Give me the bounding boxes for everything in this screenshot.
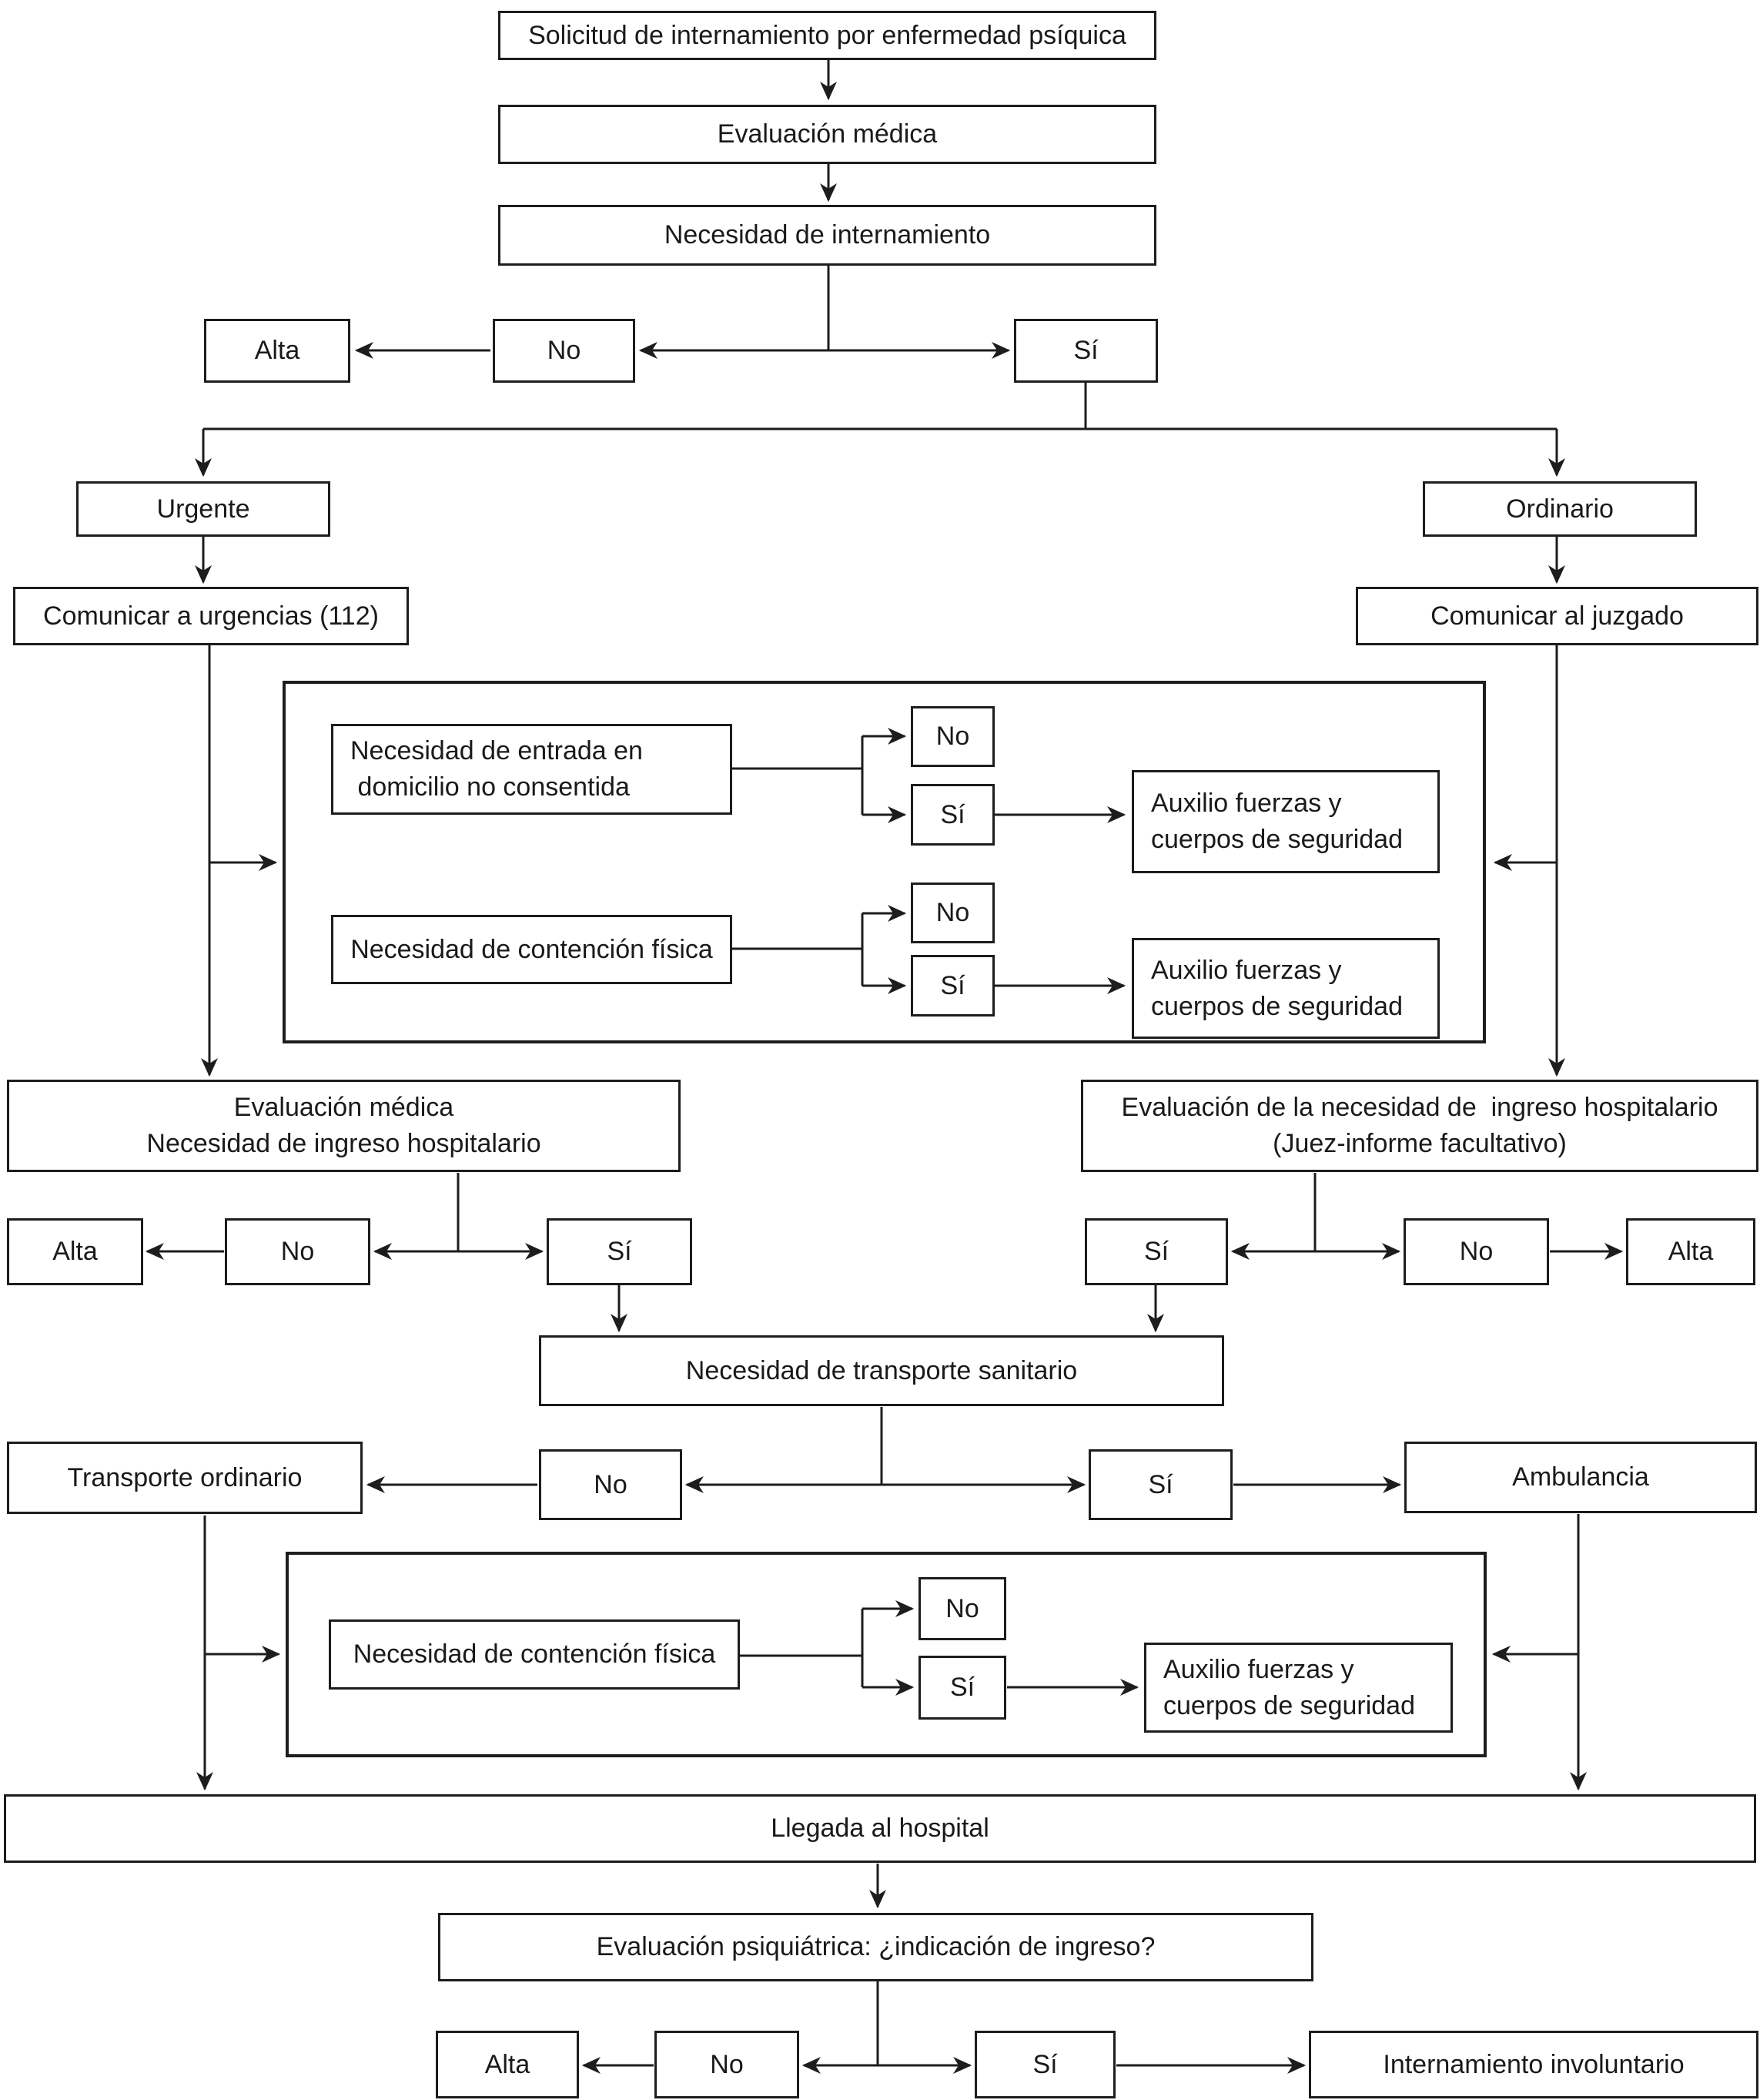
node-transporte-sanitario: Necesidad de transporte sanitario <box>539 1335 1224 1406</box>
node-comunicar-juzgado: Comunicar al juzgado <box>1356 587 1758 645</box>
node-ordinario: Ordinario <box>1423 481 1697 537</box>
node-solicitud-internamiento: Solicitud de internamiento por enfermeda… <box>498 11 1156 60</box>
node-no-7: No <box>918 1577 1006 1640</box>
node-si-1: Sí <box>1014 319 1158 383</box>
node-transporte-ordinario: Transporte ordinario <box>7 1442 363 1514</box>
node-auxilio-fuerzas-3: Auxilio fuerzas y cuerpos de seguridad <box>1144 1643 1453 1733</box>
node-alta-1: Alta <box>204 319 350 383</box>
node-contencion-fisica-2: Necesidad de contención física <box>329 1619 740 1690</box>
node-comunicar-urgencias: Comunicar a urgencias (112) <box>13 587 409 645</box>
group-box-auxilio-urgente <box>283 681 1486 1043</box>
node-auxilio-fuerzas-1: Auxilio fuerzas y cuerpos de seguridad <box>1132 770 1440 873</box>
node-si-4: Sí <box>547 1218 692 1285</box>
node-contencion-fisica-1: Necesidad de contención física <box>331 915 732 984</box>
node-alta-4: Alta <box>436 2031 579 2098</box>
node-no-8: No <box>654 2031 799 2098</box>
node-si-2: Sí <box>911 784 995 846</box>
node-no-6: No <box>539 1449 682 1520</box>
node-auxilio-fuerzas-2: Auxilio fuerzas y cuerpos de seguridad <box>1132 938 1440 1039</box>
node-no-1: No <box>493 319 635 383</box>
group-box-auxilio-transporte <box>286 1552 1487 1757</box>
node-no-5: No <box>1404 1218 1549 1285</box>
node-ambulancia: Ambulancia <box>1404 1442 1757 1513</box>
node-evaluacion-medica: Evaluación médica <box>498 105 1156 164</box>
node-evaluacion-psiquiatrica: Evaluación psiquiátrica: ¿indicación de … <box>438 1913 1313 1981</box>
node-llegada-hospital: Llegada al hospital <box>4 1794 1756 1863</box>
node-si-8: Sí <box>975 2031 1116 2098</box>
node-alta-2: Alta <box>7 1218 143 1285</box>
node-no-4: No <box>225 1218 370 1285</box>
node-urgente: Urgente <box>76 481 330 537</box>
node-entrada-domicilio: Necesidad de entrada en domicilio no con… <box>331 724 732 815</box>
node-alta-3: Alta <box>1626 1218 1755 1285</box>
node-necesidad-internamiento: Necesidad de internamiento <box>498 205 1156 266</box>
node-si-3: Sí <box>911 955 995 1017</box>
node-si-6: Sí <box>1089 1449 1233 1520</box>
node-si-7: Sí <box>918 1656 1006 1720</box>
node-evaluacion-ingreso-ordinario: Evaluación de la necesidad de ingreso ho… <box>1081 1080 1758 1172</box>
node-si-5: Sí <box>1085 1218 1228 1285</box>
node-internamiento-involuntario: Internamiento involuntario <box>1309 2031 1758 2098</box>
node-no-2: No <box>911 706 995 767</box>
node-no-3: No <box>911 883 995 943</box>
node-evaluacion-ingreso-urgente: Evaluación médica Necesidad de ingreso h… <box>7 1080 681 1172</box>
